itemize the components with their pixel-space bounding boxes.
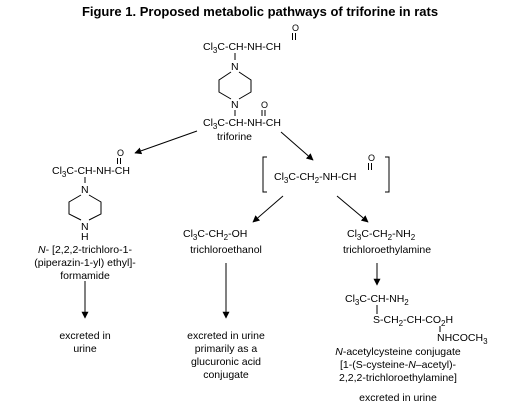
conjugate-name-line1: N-acetylcysteine conjugate — [335, 346, 461, 358]
trichloroethanol-fate-line4: conjugate — [203, 369, 249, 381]
trichloroethanol-formula: Cl3C-CH2-OH — [183, 228, 247, 242]
intermediate-bracket-right — [385, 156, 390, 193]
trichloroethanol-fate-line1: excreted in urine — [187, 330, 265, 342]
left-metabolite-group: Cl3C-CH-NH-CH — [52, 165, 130, 179]
intermediate-oxygen: O — [368, 153, 375, 163]
triforine-bottom-group: Cl3C-CH-NH-CH — [203, 117, 281, 131]
triforine-ring-right — [238, 71, 252, 100]
triforine-ring-n-bottom: N — [231, 99, 239, 111]
conjugate-name-line2: [1-(S-cysteine-N–acetyl)- — [339, 359, 457, 371]
intermediate-formula: Cl3C-CH2-NH-CH — [274, 171, 356, 185]
intermediate-bracket-left — [262, 156, 267, 193]
left-metabolite-name-line2: (piperazin-1-yl) ethyl]- — [34, 257, 136, 269]
arrow-triforine-to-intermediate — [280, 131, 314, 161]
conjugate-acetylamino: NHCOCH3 — [437, 332, 488, 346]
left-metabolite-fate-line2: urine — [73, 343, 97, 355]
intermediate-structure: O Cl3C-CH2-NH-CH — [262, 153, 390, 193]
figure-title: Figure 1. Proposed metabolic pathways of… — [81, 4, 439, 19]
trichloroethylamine-formula: Cl3C-CH2-NH2 — [347, 228, 416, 242]
left-metabolite-ring-left — [68, 194, 82, 221]
left-metabolite-structure: O Cl3C-CH-NH-CH N N H — [52, 148, 130, 243]
left-metabolite-fate-line1: excreted in — [59, 330, 111, 342]
trichloroethanol-fate-line3: glucuronic acid — [190, 356, 262, 368]
triforine-ring-left — [218, 71, 232, 100]
trichloroethanol-fate: excreted in urine primarily as a glucuro… — [161, 330, 291, 382]
conjugate-top-group: Cl3C-CH-NH2 — [345, 293, 409, 307]
left-metabolite-name-line1: N- [2,2,2-trichloro-1- — [38, 244, 132, 256]
arrow-intermediate-to-trichloroethylamine — [336, 195, 369, 223]
trichloroethanol-label: trichloroethanol — [190, 244, 262, 256]
conjugate-fate: excreted in urine — [359, 392, 437, 404]
left-metabolite-oxygen: O — [117, 148, 124, 158]
left-metabolite-ring-right — [88, 194, 102, 221]
conjugate-side-chain: S-CH2-CH-CO2H — [373, 314, 453, 328]
triforine-top-oxygen: O — [292, 23, 299, 33]
conjugate-structure: Cl3C-CH-NH2 S-CH2-CH-CO2H NHCOCH3 — [345, 293, 488, 346]
left-metabolite-ring-h: H — [81, 231, 89, 243]
triforine-bottom-oxygen: O — [261, 100, 268, 110]
left-metabolite-name: N- [2,2,2-trichloro-1- (piperazin-1-yl) … — [10, 244, 160, 283]
triforine-structure: O Cl3C-CH-NH-CH N N O Cl3C-CH-NH-CH — [203, 23, 299, 131]
left-metabolite-name-line3: formamide — [60, 270, 110, 282]
left-metabolite-fate: excreted in urine — [35, 330, 135, 356]
conjugate-name-line3: 2,2,2-trichloroethylamine] — [339, 372, 457, 384]
trichloroethylamine-label: trichloroethylamine — [342, 244, 432, 256]
arrow-intermediate-to-trichloroethanol — [252, 195, 284, 223]
left-metabolite-ring-n: N — [81, 184, 89, 196]
triforine-ring-n-top: N — [231, 61, 239, 73]
trichloroethanol-fate-line2: primarily as a — [194, 343, 258, 355]
arrow-triforine-to-left — [134, 130, 198, 155]
triforine-label: triforine — [217, 131, 252, 143]
triforine-top-group: Cl3C-CH-NH-CH — [203, 41, 281, 55]
left-metabolite-ring-nh: N — [81, 221, 89, 233]
conjugate-name: N-acetylcysteine conjugate [1-(S-cystein… — [318, 346, 478, 385]
